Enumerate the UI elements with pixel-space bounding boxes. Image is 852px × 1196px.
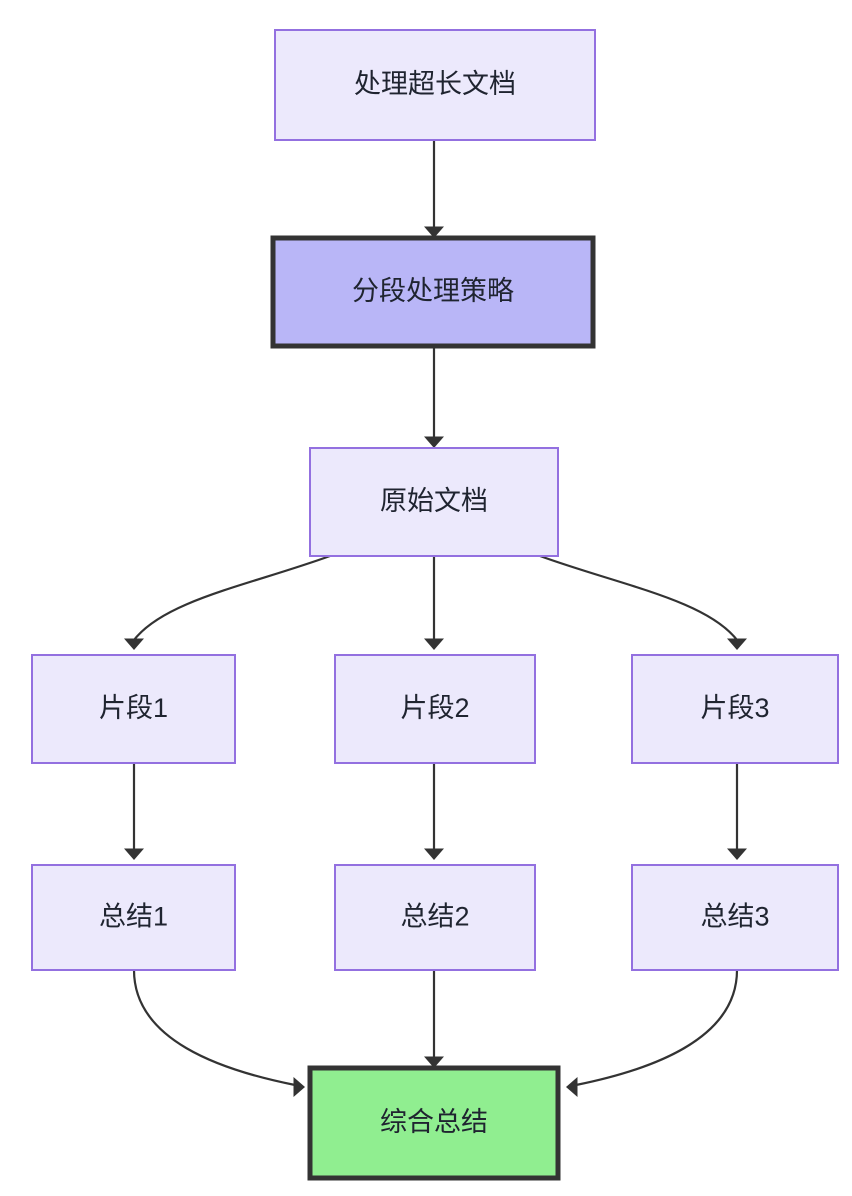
node-s2[interactable]: 总结2 [334,864,536,971]
node-label-g1: 综合总结 [380,1107,488,1137]
edge-s3-to-g1 [575,969,739,1087]
node-box-n3[interactable] [309,447,559,557]
edge-n3-to-f3 [539,554,738,641]
node-label-f3: 片段3 [700,693,769,723]
node-f3[interactable]: 片段3 [631,654,839,764]
arrowhead-s1-to-g1 [293,1077,305,1097]
arrowhead-f2-to-s2 [424,848,444,860]
arrowhead-f3-to-s3 [727,848,747,860]
arrowhead-s2-to-g1 [424,1056,444,1068]
node-box-f2[interactable] [334,654,536,764]
node-f2[interactable]: 片段2 [334,654,536,764]
node-s1[interactable]: 总结1 [31,864,236,971]
arrowhead-n3-to-f2 [424,638,444,650]
arrowhead-n3-to-f3 [727,638,747,650]
node-box-s1[interactable] [31,864,236,971]
node-f1[interactable]: 片段1 [31,654,236,764]
edge-n3-to-f1 [133,554,331,641]
arrowhead-n1-to-n2 [424,226,444,238]
arrowhead-s3-to-g1 [566,1077,578,1097]
node-box-s2[interactable] [334,864,536,971]
node-n1[interactable]: 处理超长文档 [274,29,596,141]
arrowhead-f1-to-s1 [124,848,144,860]
node-box-s3[interactable] [631,864,839,971]
arrowhead-n3-to-f1 [124,638,144,650]
node-n3[interactable]: 原始文档 [309,447,559,557]
node-label-n2: 分段处理策略 [352,276,514,306]
node-label-f1: 片段1 [99,693,168,723]
node-box-f1[interactable] [31,654,236,764]
node-label-n1: 处理超长文档 [354,69,516,99]
node-box-n2[interactable] [270,235,596,349]
node-box-n1[interactable] [274,29,596,141]
node-label-n3: 原始文档 [380,486,488,516]
node-g1[interactable]: 综合总结 [307,1065,561,1181]
node-label-s3: 总结3 [700,902,769,932]
node-n2[interactable]: 分段处理策略 [270,235,596,349]
arrowhead-n2-to-n3 [424,436,444,448]
node-label-f2: 片段2 [400,693,469,723]
node-s3[interactable]: 总结3 [631,864,839,971]
node-box-g1[interactable] [307,1065,561,1181]
node-label-s2: 总结2 [400,902,469,932]
node-box-f3[interactable] [631,654,839,764]
edge-s1-to-g1 [132,969,296,1087]
node-label-s1: 总结1 [99,902,168,932]
edges-layer [124,140,747,1097]
